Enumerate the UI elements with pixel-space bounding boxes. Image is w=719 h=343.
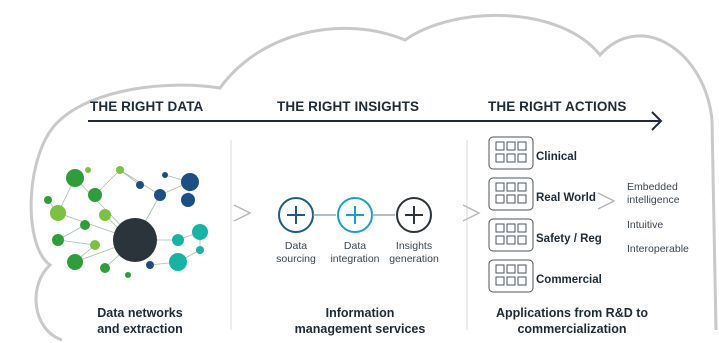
app-box-real-world bbox=[488, 177, 534, 211]
header-right-actions: THE RIGHT ACTIONS bbox=[488, 99, 627, 114]
flow-chevron-2 bbox=[462, 204, 481, 222]
app-box-safety-reg bbox=[488, 218, 534, 252]
application-boxes bbox=[488, 136, 534, 293]
property-interoperable: Interoperable bbox=[627, 243, 689, 255]
app-label-safety-reg: Safety / Reg bbox=[536, 233, 602, 245]
header-right-insights: THE RIGHT INSIGHTS bbox=[277, 99, 420, 114]
app-label-real-world: Real World bbox=[536, 192, 596, 204]
cloud-outline bbox=[29, 13, 718, 342]
network-graph bbox=[44, 166, 208, 278]
property-intuitive: Intuitive bbox=[627, 219, 664, 231]
app-box-commercial bbox=[488, 259, 534, 293]
app-label-commercial: Commercial bbox=[536, 274, 602, 286]
app-label-clinical: Clinical bbox=[536, 151, 577, 163]
flow-chevron-1 bbox=[233, 204, 252, 222]
app-box-clinical bbox=[488, 136, 534, 170]
timeline-arrowhead bbox=[651, 111, 663, 131]
header-right-data: THE RIGHT DATA bbox=[90, 99, 204, 114]
plus-icon-generation bbox=[396, 197, 432, 233]
plus-icon-sourcing bbox=[278, 197, 314, 233]
plus-icon-integration bbox=[337, 197, 373, 233]
flow-chevron-3 bbox=[597, 192, 616, 210]
